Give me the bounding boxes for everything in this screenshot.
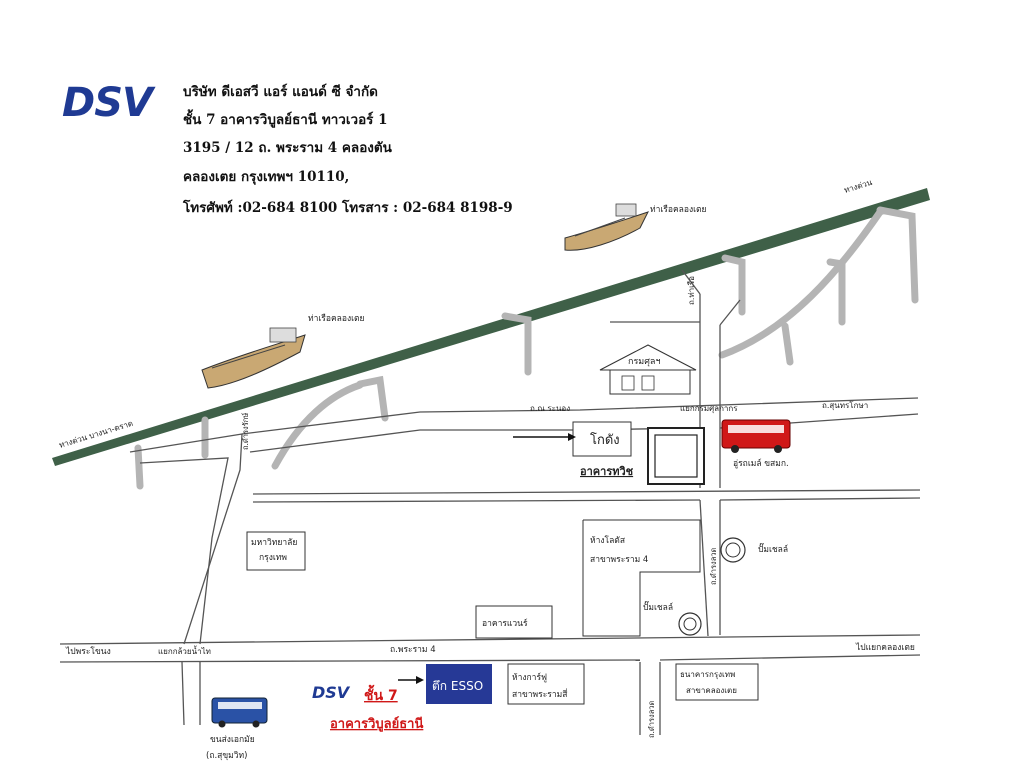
ship-left	[201, 327, 306, 389]
label-road-kasem: ถ.ณ ระนอง	[530, 404, 570, 413]
label-road-left-vertical: ถ.ดำรงรักษ์	[241, 413, 250, 450]
tawit-building	[647, 427, 705, 485]
label-shell-right: ปั๊มเชลล์	[758, 542, 788, 555]
esso-building	[426, 664, 492, 704]
label-foodland-2: สาขาพระรามสี่	[512, 688, 568, 700]
apartment-box	[475, 605, 553, 639]
university-box	[246, 531, 306, 571]
label-port-right: ท่าเรือคลองเตย	[650, 204, 707, 215]
arrow-to-esso	[398, 676, 424, 684]
label-bank-2: สาขาคลองเตย	[686, 686, 737, 695]
dsv-logo: DSV	[62, 80, 153, 126]
address-line-1: ชั้น 7 อาคารวิบูลย์ธานี ทาวเวอร์ 1	[183, 112, 388, 128]
ship-right	[564, 203, 649, 251]
label-shell-mid: ปั๊มเชลล์	[643, 600, 673, 613]
label-port-left: ท่าเรือคลองเตย	[308, 313, 365, 324]
customs-building	[599, 344, 697, 395]
bank-box	[675, 663, 759, 701]
address-line-2: 3195 / 12 ถ. พระราม 4 คลองตัน	[183, 140, 392, 156]
shell-right-station	[720, 537, 746, 563]
expressway-ramps	[134, 206, 919, 490]
label-foodland-1: ห้างการ์ฟู	[512, 672, 547, 683]
label-road-vertical-mid: ถ.ดำรงลวด	[709, 547, 718, 585]
label-bus-terminal-1: ขนส่งเอกมัย	[210, 735, 255, 745]
label-expressway-right: ทางด่วน	[843, 178, 874, 195]
label-junction-top: แยกกรมศุลกากร	[680, 404, 738, 413]
label-university-2: กรุงเทพ	[259, 553, 287, 563]
label-esso: ตึก ESSO	[432, 679, 483, 693]
label-wiboon: อาคารวิบูลย์ธานี	[330, 716, 423, 732]
label-customs: กรมศุลฯ	[628, 357, 661, 367]
red-bus	[721, 419, 791, 453]
label-bank-1: ธนาคารกรุงเทพ	[680, 670, 735, 679]
contact-line: โทรศัพท์ :02-684 8100 โทรสาร : 02-684 81…	[183, 200, 513, 216]
label-road-sukhumvit: ถ.สุนทรโกษา	[822, 400, 868, 410]
label-lotus-1: ห้างโลตัส	[590, 535, 626, 546]
address-line-3: คลองเตย กรุงเทพฯ 10110,	[183, 169, 350, 185]
label-road-vertical-bottom: ถ.ดำรงลวด	[647, 700, 656, 738]
label-university-1: มหาวิทยาลัย	[251, 538, 297, 548]
label-road-vertical-top: ถ.ท่าเรือ	[687, 276, 696, 305]
kodang-box	[572, 421, 632, 457]
arrow-to-kodang	[513, 433, 576, 441]
label-road-rama4: ถ.พระราม 4	[390, 645, 436, 655]
expressway	[52, 188, 930, 466]
label-floor7: ชั้น 7	[364, 684, 398, 704]
label-kodang: โกดัง	[590, 432, 620, 448]
label-tawit: อาคารทวิช	[580, 465, 634, 478]
label-go-phrakhanong: ไปพระโขนง	[65, 646, 111, 657]
company-name: บริษัท ดีเอสวี แอร์ แอนด์ ซี จำกัด	[183, 84, 378, 100]
label-bus-depot: อู่รถเมล์ ขสมก.	[733, 458, 789, 469]
label-bus-terminal-2: (ถ.สุขุมวิท)	[206, 751, 247, 761]
label-dsv-small: DSV	[312, 683, 351, 702]
label-lotus-2: สาขาพระราม 4	[590, 555, 648, 565]
shell-mid-station	[678, 612, 702, 636]
label-go-klongtoey: ไปแยกคลองเตย	[855, 642, 915, 653]
blue-bus	[211, 697, 268, 728]
foodland-box	[507, 663, 585, 705]
lotus-box	[582, 519, 701, 637]
label-apartment: อาคารแวนร์	[482, 618, 528, 629]
label-junction-bottom: แยกกล้วยน้ำไท	[158, 645, 211, 656]
